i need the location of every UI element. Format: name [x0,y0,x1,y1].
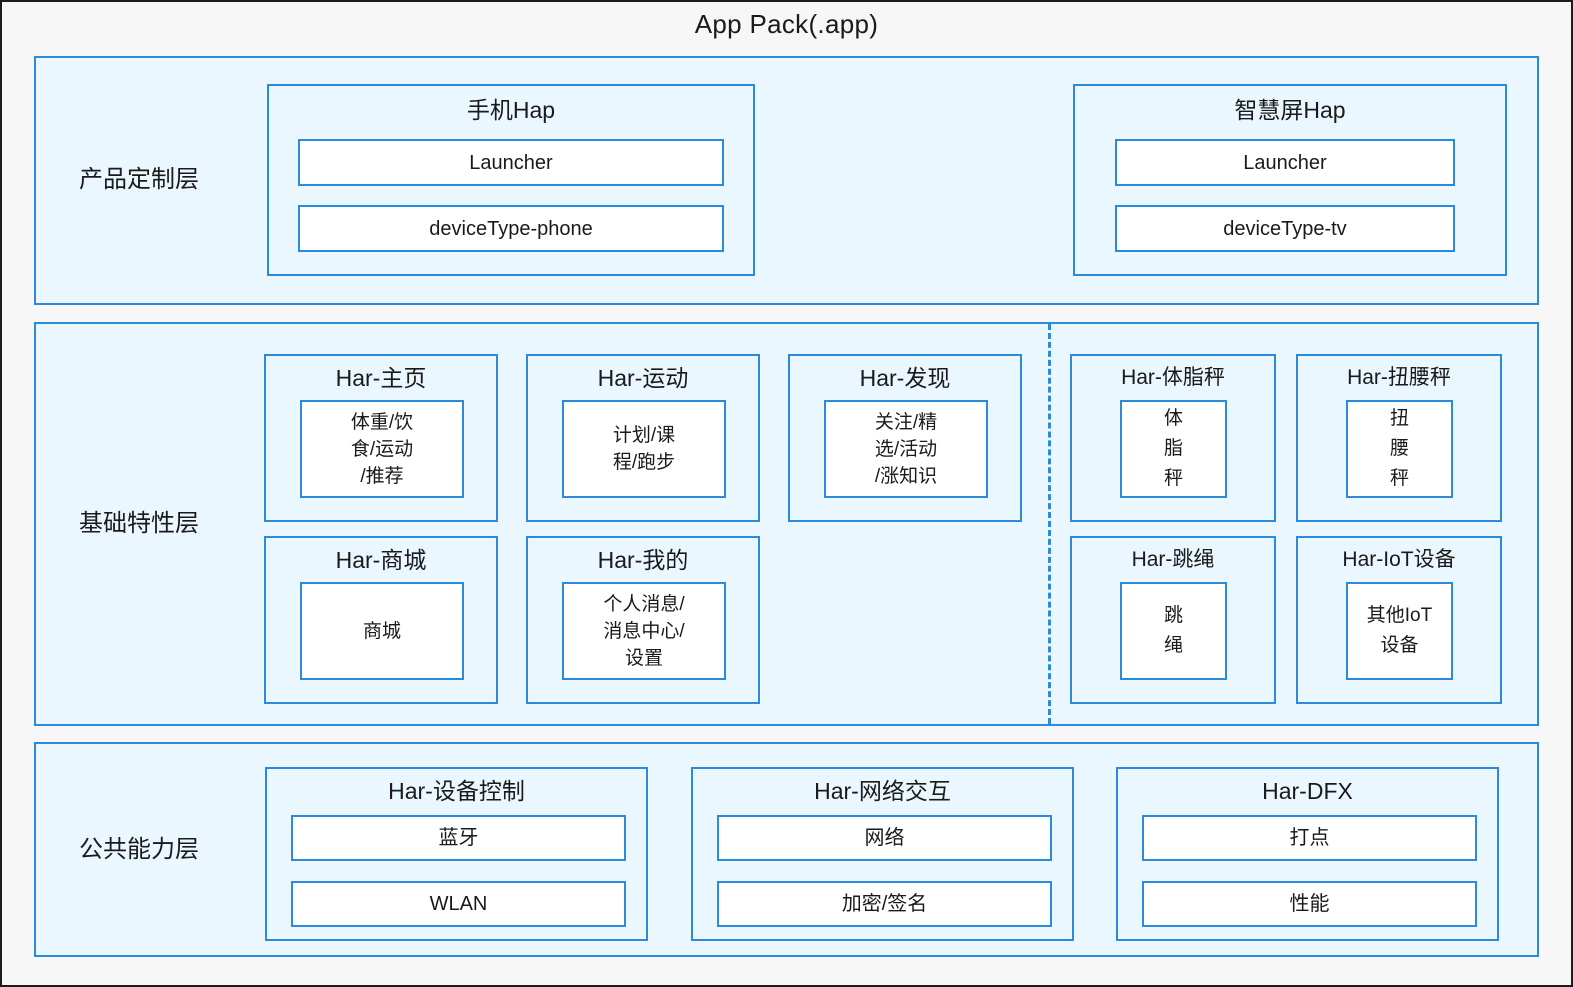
group-har-body-fat-scale: Har-体脂秤 体 脂 秤 [1070,354,1276,522]
cell-performance: 性能 [1142,881,1477,927]
cell-device-type-tv: deviceType-tv [1115,205,1455,252]
cell-har-iot-device-items: 其他IoT 设备 [1346,582,1453,680]
group-har-mall: Har-商城 商城 [264,536,498,704]
cell-bluetooth: 蓝牙 [291,815,626,861]
cell-launcher-tv: Launcher [1115,139,1455,186]
group-title-har-waist-twist-scale: Har-扭腰秤 [1347,366,1451,389]
group-title-har-network-interaction: Har-网络交互 [814,778,951,804]
group-har-waist-twist-scale: Har-扭腰秤 扭 腰 秤 [1296,354,1502,522]
group-title-har-discover: Har-发现 [859,365,951,391]
group-smart-screen-hap: 智慧屏Hap Launcher deviceType-tv [1073,84,1507,276]
cell-har-mine-items: 个人消息/ 消息中心/ 设置 [562,582,726,680]
page-title: App Pack(.app) [694,9,879,39]
cell-har-discover-items: 关注/精 选/活动 /涨知识 [824,400,988,498]
cell-wlan: WLAN [291,881,626,927]
layer-label-product-customization: 产品定制层 [79,166,199,193]
group-har-discover: Har-发现 关注/精 选/活动 /涨知识 [788,354,1022,522]
group-title-har-device-control: Har-设备控制 [388,778,525,804]
cell-har-jump-rope-items: 跳 绳 [1120,582,1227,680]
group-har-home: Har-主页 体重/饮 食/运动 /推荐 [264,354,498,522]
cell-har-mall-items: 商城 [300,582,464,680]
group-har-device-control: Har-设备控制 蓝牙 WLAN [265,767,648,941]
group-title-har-sport: Har-运动 [597,365,689,391]
group-har-iot-device: Har-IoT设备 其他IoT 设备 [1296,536,1502,704]
cell-device-type-phone: deviceType-phone [298,205,724,252]
group-har-dfx: Har-DFX 打点 性能 [1116,767,1499,941]
group-har-sport: Har-运动 计划/课 程/跑步 [526,354,760,522]
group-title-har-dfx: Har-DFX [1262,778,1353,804]
group-title-phone-hap: 手机Hap [466,97,556,123]
group-title-har-home: Har-主页 [335,365,427,391]
group-har-jump-rope: Har-跳绳 跳 绳 [1070,536,1276,704]
cell-har-waist-twist-scale-items: 扭 腰 秤 [1346,400,1453,498]
group-title-har-iot-device: Har-IoT设备 [1342,548,1456,571]
cell-launcher-phone: Launcher [298,139,724,186]
cell-har-body-fat-scale-items: 体 脂 秤 [1120,400,1227,498]
group-title-smart-screen-hap: 智慧屏Hap [1234,97,1346,123]
layer-label-basic-feature: 基础特性层 [79,510,199,537]
group-title-har-jump-rope: Har-跳绳 [1131,548,1215,571]
group-title-har-mall: Har-商城 [335,547,427,573]
section-divider-dashed [1048,324,1051,724]
cell-network: 网络 [717,815,1052,861]
cell-har-sport-items: 计划/课 程/跑步 [562,400,726,498]
group-phone-hap: 手机Hap Launcher deviceType-phone [267,84,755,276]
layer-label-public-capability: 公共能力层 [79,836,199,863]
group-title-har-body-fat-scale: Har-体脂秤 [1121,366,1225,389]
cell-tracking: 打点 [1142,815,1477,861]
group-har-mine: Har-我的 个人消息/ 消息中心/ 设置 [526,536,760,704]
cell-har-home-items: 体重/饮 食/运动 /推荐 [300,400,464,498]
group-har-network-interaction: Har-网络交互 网络 加密/签名 [691,767,1074,941]
cell-encrypt-sign: 加密/签名 [717,881,1052,927]
group-title-har-mine: Har-我的 [597,547,689,573]
